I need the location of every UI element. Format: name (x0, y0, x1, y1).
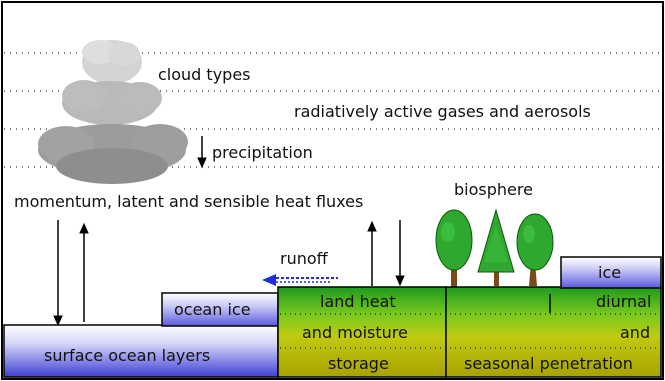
diurnal-label: diurnal (596, 292, 651, 311)
surface-ocean-layer (3, 324, 279, 378)
ocean-flux-arrows-icon (53, 220, 89, 327)
and-moisture-label: and moisture (302, 323, 408, 342)
land-heat-moisture-block (277, 286, 447, 378)
and-label: and (620, 323, 650, 342)
gases-label: radiatively active gases and aerosols (294, 102, 591, 121)
land-ice-block (560, 256, 662, 289)
cloud-icon (38, 40, 188, 184)
biosphere-label: biosphere (454, 180, 533, 199)
storage-label: storage (328, 354, 389, 373)
precipitation-arrow-icon (197, 136, 207, 169)
cloud-types-label: cloud types (158, 65, 251, 84)
soil-layer-lines (280, 313, 660, 349)
land-flux-arrows-icon (367, 220, 405, 287)
runoff-arrow-icon (262, 274, 338, 286)
tree-icon (477, 208, 515, 286)
ocean-ice-label: ocean ice (174, 300, 251, 319)
land-seasonal-block (445, 286, 662, 378)
fluxes-label: momentum, latent and sensible heat fluxe… (14, 192, 363, 211)
tree-icon (435, 209, 473, 288)
precipitation-label: precipitation (212, 143, 313, 162)
seasonal-penetration-label: seasonal penetration (464, 354, 633, 373)
surface-ocean-label: surface ocean layers (44, 346, 210, 365)
ice-label: ice (598, 263, 621, 282)
tree-icon (516, 213, 554, 286)
land-heat-label: land heat (320, 292, 396, 311)
runoff-label: runoff (280, 249, 329, 268)
